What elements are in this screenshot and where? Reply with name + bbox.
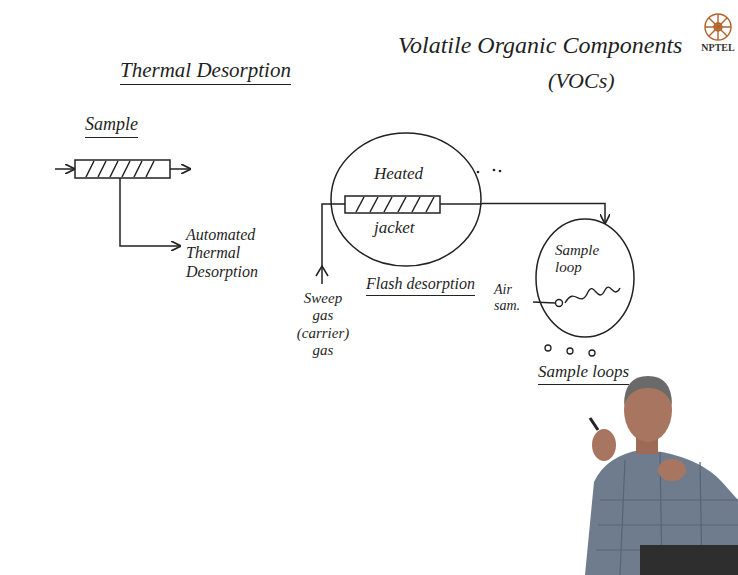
lecturer (590, 418, 598, 430)
flow-arrow (120, 178, 180, 246)
sweep-gas-line (316, 266, 328, 276)
sample-loop-outline (535, 218, 635, 338)
flow-arrow (170, 168, 190, 170)
scribble-dots (477, 169, 502, 174)
lecturer (624, 376, 672, 405)
sample-loop-border (536, 219, 634, 337)
lecturer (658, 459, 686, 481)
flow-connector (482, 204, 605, 224)
lecturer (585, 450, 738, 575)
flow-arrow (55, 169, 190, 246)
part-label: Sample (85, 114, 138, 138)
heading-note: Volatile Organic Components (398, 32, 698, 60)
sweep-gas-line (316, 204, 345, 284)
nptel-emblem (705, 14, 731, 40)
scribble-dots (493, 169, 496, 172)
flow-arrow (55, 168, 74, 170)
node-label: Heated (374, 164, 444, 184)
loop-ports (545, 345, 551, 351)
process-label: Automated Thermal Desorption (186, 226, 272, 281)
heated-tube (345, 196, 482, 213)
node-label: jacket (374, 218, 444, 238)
scribble-dots (499, 170, 502, 173)
node-label: Sample loop (555, 242, 607, 277)
loop-ports (589, 350, 595, 356)
air-inlet (533, 300, 563, 307)
sample-tube (75, 160, 170, 178)
sample-tube (86, 161, 154, 177)
air-inlet (556, 300, 563, 307)
scribble-dots (477, 171, 480, 174)
lecturer (640, 545, 738, 575)
sample-tube (75, 160, 170, 178)
nptel-emblem (705, 14, 731, 40)
loop-ports (567, 348, 573, 354)
heated-tube (345, 196, 440, 213)
heated-jacket-border (331, 133, 481, 266)
lecturer (596, 452, 738, 575)
heated-jacket: HeatedjacketFlash desorption (330, 132, 482, 267)
sample-coil (565, 287, 620, 303)
lecturer (585, 376, 738, 575)
heading-note: (VOCs) (548, 68, 628, 93)
lecturer (592, 429, 616, 461)
heated-jacket-outline (330, 132, 482, 267)
gas-label: Sweep gas (carrier) gas (293, 290, 353, 359)
node-caption: Flash desorption (366, 275, 475, 296)
heated-tube (440, 203, 482, 205)
sample-loop: Sample loop (535, 218, 635, 338)
air-inlet (533, 302, 555, 303)
part-label: Sample loops (538, 362, 629, 385)
logo-text: NPTEL (699, 42, 737, 54)
loop-ports (545, 345, 595, 356)
diagram-title: Thermal Desorption (120, 58, 291, 85)
sample-coil (565, 287, 620, 303)
nptel-emblem (705, 14, 731, 40)
inlet-label: Air sam. (494, 282, 530, 314)
heated-tube (356, 197, 434, 212)
